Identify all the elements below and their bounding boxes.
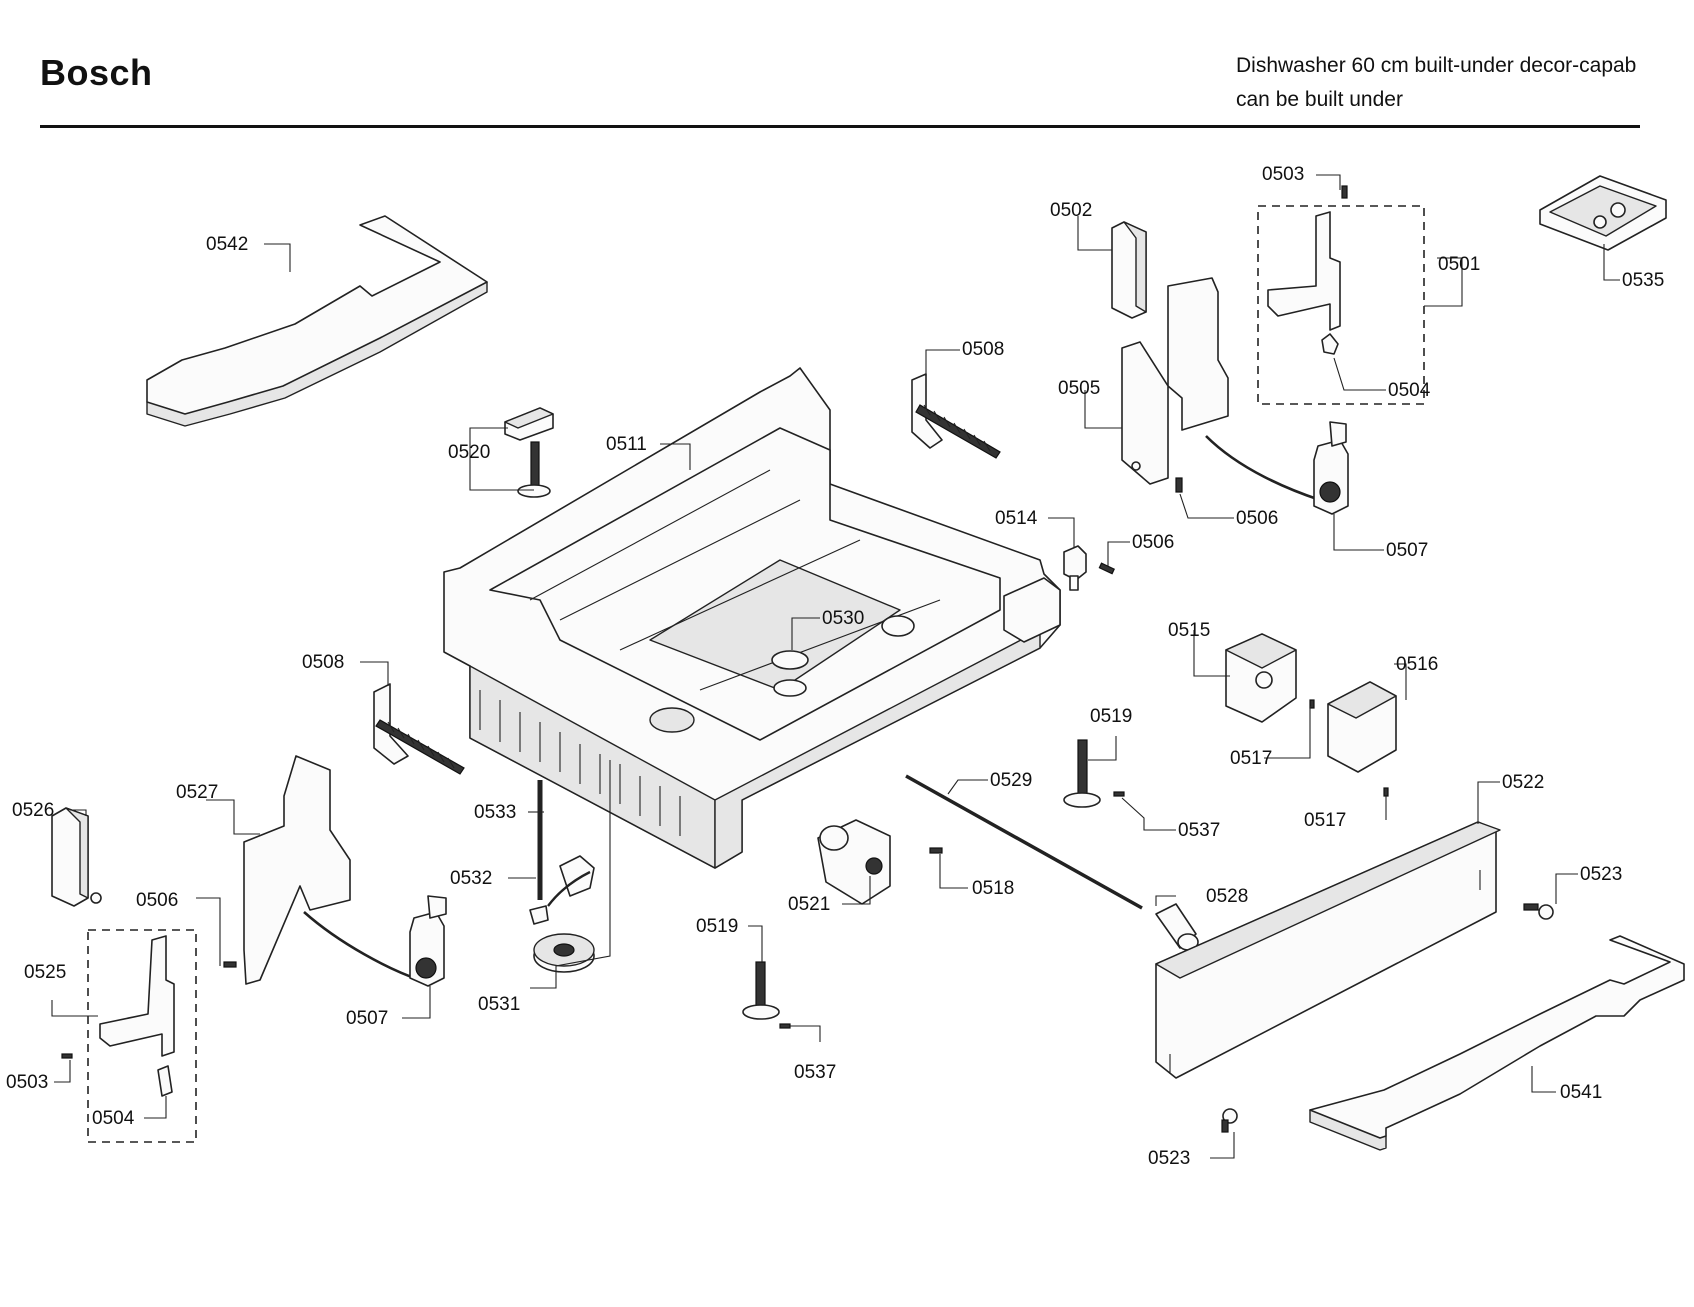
callout-0522: 0522 xyxy=(1502,772,1544,793)
appliance-description-line-2: can be built under xyxy=(1236,88,1403,111)
part-0507-cable-sensor-lower xyxy=(303,895,447,987)
callout-0506-middle: 0506 xyxy=(1132,532,1174,553)
part-0517-screw-a xyxy=(1309,699,1315,709)
callout-0541: 0541 xyxy=(1560,1082,1602,1103)
callout-0537-lower: 0537 xyxy=(794,1062,836,1083)
callout-0517-lower: 0517 xyxy=(1304,810,1346,831)
part-0528-plug xyxy=(1155,903,1199,951)
callout-0520: 0520 xyxy=(448,442,490,463)
callout-0511: 0511 xyxy=(606,434,647,455)
part-0507-cable-sensor-upper xyxy=(1205,421,1349,515)
callout-0525: 0525 xyxy=(24,962,66,983)
part-0537-screw-lower xyxy=(779,1023,791,1029)
part-0502-bracket xyxy=(1111,221,1147,319)
callout-0521: 0521 xyxy=(788,894,830,915)
part-0525-hinge-group-lower xyxy=(61,929,197,1143)
part-0519-foot-lower xyxy=(742,961,780,1020)
part-0526-bracket-cover xyxy=(51,807,102,907)
callout-0527: 0527 xyxy=(176,782,218,803)
callout-0516: 0516 xyxy=(1396,654,1438,675)
callout-0526: 0526 xyxy=(12,800,54,821)
callout-0508-upper: 0508 xyxy=(962,339,1004,360)
callout-0506-lower: 0506 xyxy=(136,890,178,911)
callout-0519-upper: 0519 xyxy=(1090,706,1132,727)
part-0516-cover xyxy=(1327,681,1397,773)
part-0529-rod xyxy=(905,774,1143,910)
callout-0519-lower: 0519 xyxy=(696,916,738,937)
part-0537-screw-upper xyxy=(1113,791,1125,797)
callout-0515: 0515 xyxy=(1168,620,1210,641)
part-0531-sump-cover xyxy=(533,933,595,973)
part-0542-cover-panel xyxy=(146,215,488,427)
part-0541-toe-strip xyxy=(1309,935,1685,1151)
callout-0531: 0531 xyxy=(478,994,520,1015)
part-0523-screw-lower xyxy=(1221,1108,1238,1133)
callout-0535: 0535 xyxy=(1622,270,1664,291)
part-0518-screw xyxy=(929,847,943,854)
brand-title: Bosch xyxy=(40,52,153,93)
part-0517-screw-b xyxy=(1383,787,1389,797)
callout-0502: 0502 xyxy=(1050,200,1092,221)
callout-0532: 0532 xyxy=(450,868,492,889)
part-0520-spacer xyxy=(504,407,554,498)
callout-0530: 0530 xyxy=(822,608,864,629)
part-0508-hinge-spring-upper xyxy=(911,373,1001,459)
callout-0529: 0529 xyxy=(990,770,1032,791)
part-0532-float-switch xyxy=(529,855,595,925)
callout-0523-upper: 0523 xyxy=(1580,864,1622,885)
header-divider xyxy=(40,125,1640,128)
part-0505-side-bracket xyxy=(1121,277,1229,493)
part-0523-screw-upper xyxy=(1523,903,1554,920)
callout-0518: 0518 xyxy=(972,878,1014,899)
callout-0504-lower: 0504 xyxy=(92,1108,135,1129)
part-0511-base-assembly xyxy=(443,367,1061,869)
callout-0528: 0528 xyxy=(1206,886,1248,907)
callout-0533: 0533 xyxy=(474,802,516,823)
callout-0537-upper: 0537 xyxy=(1178,820,1220,841)
part-0535-rating-plate xyxy=(1539,175,1667,251)
part-0519-foot-upper xyxy=(1063,739,1101,808)
callout-0523-lower: 0523 xyxy=(1148,1148,1190,1169)
callout-0514: 0514 xyxy=(995,508,1038,529)
part-0522-kick-plate xyxy=(1155,821,1501,1079)
leader-lines xyxy=(51,174,1620,1159)
callout-0504-upper: 0504 xyxy=(1388,380,1431,401)
part-0514-sensor xyxy=(1063,545,1115,591)
callout-0505: 0505 xyxy=(1058,378,1100,399)
callout-0542: 0542 xyxy=(206,234,248,255)
part-0501-hinge-group xyxy=(1257,185,1425,405)
callout-0501: 0501 xyxy=(1438,254,1480,275)
callout-0507-upper: 0507 xyxy=(1386,540,1428,561)
callout-0503-upper: 0503 xyxy=(1262,164,1304,185)
part-0527-side-bracket xyxy=(223,755,351,985)
part-0521-inlet-valve xyxy=(817,819,891,905)
callout-0508-lower: 0508 xyxy=(302,652,344,673)
callout-0517-upper: 0517 xyxy=(1230,748,1272,769)
callout-0503-lower: 0503 xyxy=(6,1072,48,1093)
part-0515-module xyxy=(1225,633,1297,723)
part-0508-hinge-spring-lower xyxy=(373,683,465,775)
appliance-description: Dishwasher 60 cm built-under decor-capab xyxy=(1236,54,1637,77)
callout-0507-lower: 0507 xyxy=(346,1008,388,1029)
callout-0506-upper: 0506 xyxy=(1236,508,1278,529)
